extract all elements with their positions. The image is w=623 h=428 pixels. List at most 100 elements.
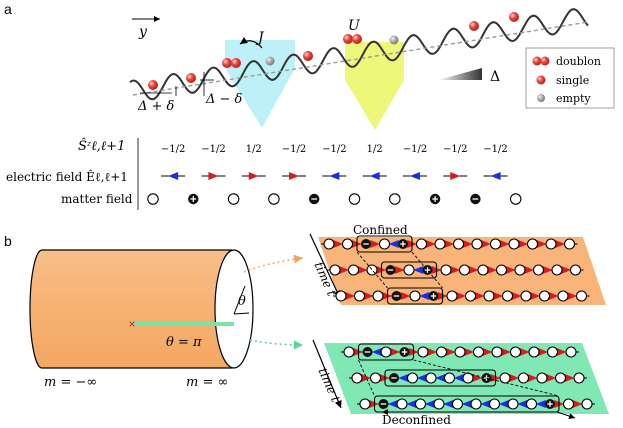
link-arrow [419,292,430,300]
site-charge [458,264,471,276]
site-charge [538,290,551,302]
single-particle [148,80,158,90]
site-charge [508,238,520,250]
site-charge [507,398,519,410]
panel-b: b × θ θ = π m = −∞ m = ∞ time t time t C… [4,223,609,427]
link-arrow [556,348,567,356]
electric-field-arrow [443,172,468,180]
site-charge [440,264,452,276]
legend-doublon-icon [532,56,550,66]
spin-value: −1/2 [443,144,467,155]
site-charge [545,399,555,409]
site-charge [520,290,532,302]
meson-box [380,261,438,279]
site-charge [546,346,559,358]
origin-cross-icon: × [128,317,135,331]
time-arrow-confined [309,233,341,299]
single-particle [303,51,313,61]
deconfined-label: Deconfined [382,413,451,427]
site-charge [391,291,402,301]
electric-field-arrow [402,172,427,180]
yellow-laser-beam [345,42,404,130]
site-charge [562,398,575,410]
link-arrow [333,240,344,248]
site-charge [477,264,489,276]
site-charge [406,372,419,384]
deconfined-chain [357,398,595,410]
site-charge [351,372,363,384]
confined-chain [327,264,584,276]
site-charge [335,290,347,302]
site-charge [501,290,514,302]
hopping-label: J [255,30,265,46]
legend: doublon single empty [525,47,615,109]
link-arrow [390,348,401,356]
offset-plus-label: Δ + δ [137,99,175,114]
site-charge [366,264,378,276]
theta-radius-line-2 [233,312,250,315]
confined-chain [333,290,590,302]
matter-charge [268,193,280,205]
link-arrow [363,292,374,300]
link-arrow [472,374,483,382]
link-arrow [443,400,454,408]
link-arrow [567,292,578,300]
link-arrow [564,374,575,382]
string-box [384,369,497,387]
electric-field-arrow [322,172,347,180]
link-arrow [481,240,492,248]
link-arrow [530,292,541,300]
cylinder-end-cap [214,249,254,369]
link-arrow [498,400,509,408]
link-arrow [505,266,516,274]
matter-charge [389,193,401,205]
site-charge [443,372,456,384]
site-charge [554,372,567,384]
confined-guide-lines [356,251,443,289]
site-charge [353,290,366,302]
connector-to-confined [243,254,304,273]
matter-charge [188,193,199,205]
single-particle [509,12,519,22]
site-charge [514,264,526,276]
matter-charge [309,193,320,205]
matter-charge [509,193,522,205]
spin-value: −1/2 [322,144,346,155]
site-charge [329,264,341,276]
link-arrow [535,400,546,408]
link-arrow [345,292,356,300]
time-arrow-deconfined [312,339,342,409]
electric-field-arrow [201,172,226,180]
site-charge [398,239,408,249]
link-arrow [511,292,522,300]
site-charge [525,398,538,410]
site-charge [347,264,360,276]
site-charge [428,291,439,301]
site-charge [343,346,355,358]
site-charge [323,238,335,250]
link-arrow [424,400,435,408]
link-arrow [427,348,438,356]
link-arrow [388,240,399,248]
deconfined-guide-lines [358,359,560,397]
link-arrow [462,240,473,248]
site-charge [573,372,585,384]
site-charge [417,346,429,358]
matter-charge [227,193,240,205]
theta-label: θ [238,294,246,309]
link-arrow [482,348,493,356]
site-charge [483,290,495,302]
spin-value: 1/2 [246,144,262,155]
site-charge [545,238,557,250]
link-arrow [517,400,528,408]
link-arrow [406,400,417,408]
site-charge [491,346,503,358]
electric-field-arrow [282,172,307,180]
site-charge [389,373,399,383]
electric-field-arrow [362,172,387,180]
site-charge [471,238,483,250]
single-particle [469,21,479,31]
legend-single-icon [536,75,546,85]
site-charge [434,238,446,250]
link-arrow [480,400,491,408]
